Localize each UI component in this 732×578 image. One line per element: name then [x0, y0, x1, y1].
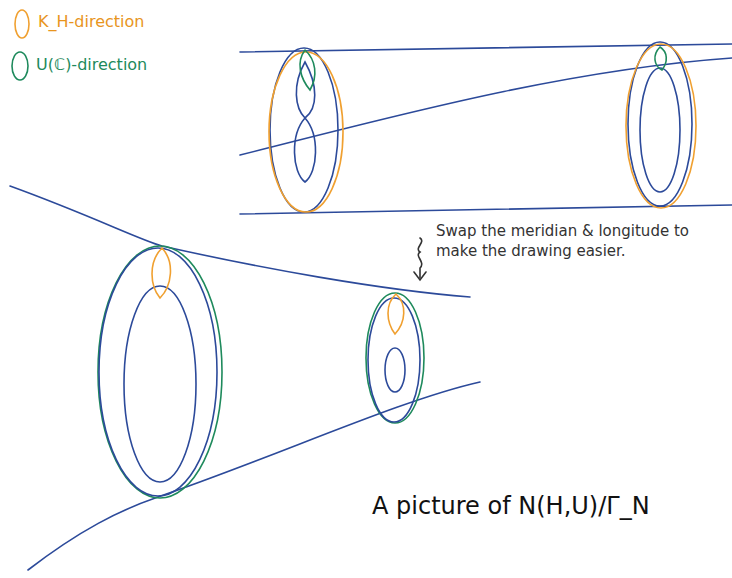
legend-oval [15, 10, 29, 38]
torus-hole [294, 118, 315, 182]
note-text: Swap the meridian & longitude to make th… [436, 222, 706, 261]
torus-hole [124, 286, 196, 482]
legend-text: U(ℂ)-direction [36, 55, 147, 74]
kh-loop [152, 248, 170, 298]
uc-loop [98, 246, 222, 498]
torus-hole [640, 68, 680, 192]
kh-loop [269, 52, 343, 212]
uc-loop [655, 47, 666, 70]
uc-loop [300, 50, 315, 90]
torus-hole [385, 348, 405, 392]
torus [99, 248, 217, 496]
arrow-head [414, 272, 426, 280]
brace-arrow [418, 238, 421, 278]
uc-loop [366, 293, 424, 423]
torus [270, 48, 338, 212]
torus-hole [296, 62, 314, 118]
caption-text: A picture of N(H,U)/Γ_N [372, 492, 650, 520]
torus [368, 298, 420, 422]
legend-text: K_H-direction [38, 12, 144, 31]
tube-line [240, 58, 732, 155]
kh-loop [388, 294, 404, 334]
kh-loop [626, 44, 696, 208]
legend-oval [12, 52, 28, 80]
tube-line [10, 186, 470, 297]
